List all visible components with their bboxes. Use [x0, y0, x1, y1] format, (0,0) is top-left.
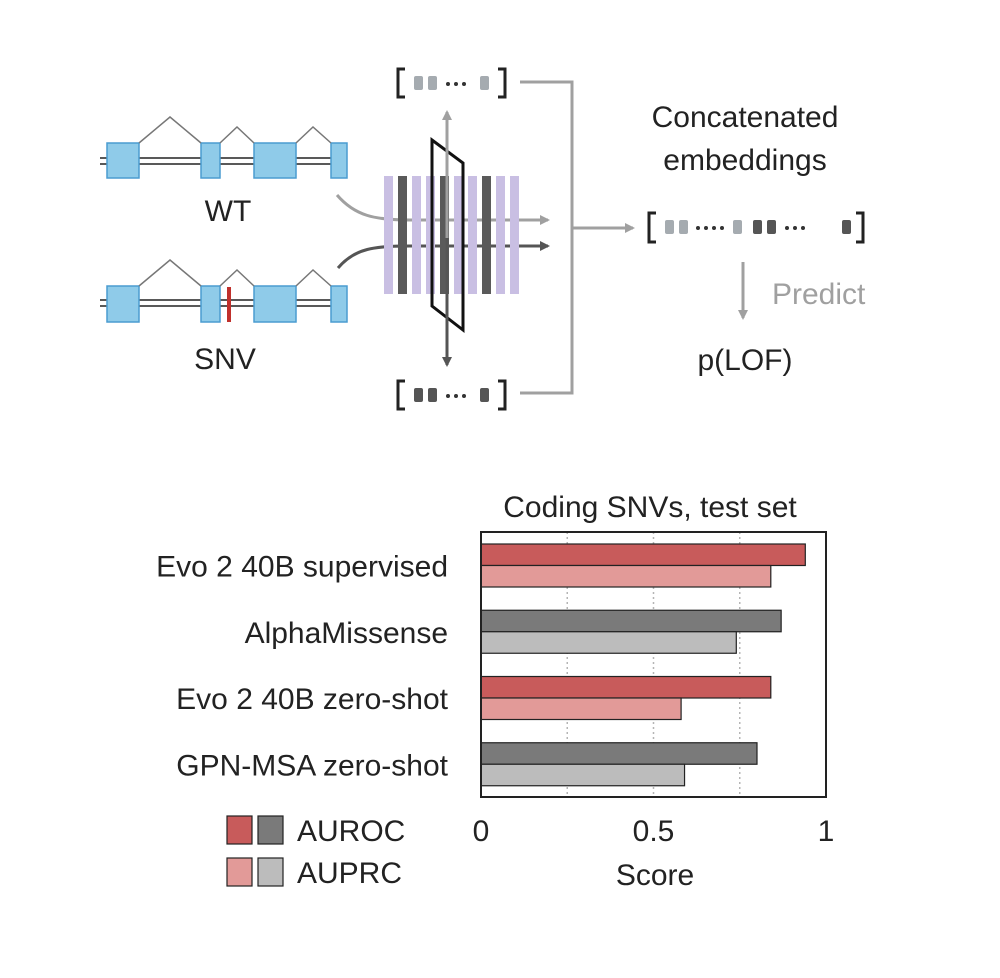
chart-title: Coding SNVs, test set — [503, 491, 797, 524]
legend-swatch — [257, 857, 284, 887]
wt-exon — [200, 142, 221, 179]
legend-label: AUROC — [297, 815, 405, 848]
wt-embedding-vector — [396, 67, 507, 99]
wt-intron-arc — [219, 125, 255, 144]
snv-embedding-vector — [396, 379, 507, 411]
bar-auprc — [480, 697, 682, 721]
snv-exon — [106, 285, 140, 323]
model-layers — [384, 176, 519, 294]
x-tick-label: 0.5 — [633, 815, 675, 848]
legend: AUROC AUPRC — [226, 815, 405, 890]
wt-label: WT — [205, 195, 252, 228]
snv-exon — [253, 285, 297, 323]
bar-auprc — [480, 631, 737, 654]
embedding-plane — [430, 137, 465, 334]
bar-auprc — [480, 564, 772, 588]
concat-connector — [520, 80, 574, 395]
wt-input-arrow — [335, 194, 550, 225]
x-tick-label: 0 — [473, 815, 490, 848]
x-axis-label: Score — [616, 859, 694, 892]
wt-exon — [106, 142, 140, 179]
snv-label: SNV — [194, 343, 256, 376]
wt-intron-arc — [138, 116, 202, 144]
snv-exon — [200, 285, 221, 323]
concatenated-embedding-vector — [647, 211, 865, 244]
category-label: GPN-MSA zero-shot — [176, 749, 448, 782]
bar-auroc — [480, 742, 758, 765]
legend-label: AUPRC — [297, 857, 402, 890]
snv-intron-arc — [138, 259, 202, 287]
plot-frame — [480, 531, 827, 798]
category-label: Evo 2 40B zero-shot — [176, 683, 448, 716]
wt-exon — [253, 142, 297, 179]
bar-auroc — [480, 543, 806, 567]
bars-layer — [480, 543, 806, 787]
legend-swatch — [257, 815, 284, 845]
bar-auprc — [480, 763, 686, 787]
wt-exon — [330, 142, 348, 179]
bar-chart: Coding SNVs, test set Evo 2 40B supervis… — [156, 491, 834, 892]
pipeline-diagram: WT SNV — [100, 67, 866, 411]
bar-auroc — [480, 609, 782, 633]
legend-swatch — [226, 815, 253, 845]
wt-gene-structure: WT — [100, 116, 348, 228]
snv-gene-structure: SNV — [100, 259, 348, 376]
concat-label-line1: Concatenated — [652, 101, 839, 134]
x-tick-label: 1 — [818, 815, 835, 848]
category-label: AlphaMissense — [245, 617, 448, 650]
concat-label-line2: embeddings — [663, 144, 826, 177]
bar-auroc — [480, 675, 772, 699]
output-label: p(LOF) — [697, 344, 792, 377]
predict-label: Predict — [772, 278, 866, 311]
snv-exon — [330, 285, 348, 323]
snv-intron-arc — [219, 268, 255, 287]
legend-swatch — [226, 857, 253, 887]
snv-intron-arc — [295, 268, 332, 287]
snv-input-arrow — [336, 241, 550, 269]
category-label: Evo 2 40B supervised — [156, 551, 448, 584]
wt-intron-arc — [295, 125, 332, 144]
